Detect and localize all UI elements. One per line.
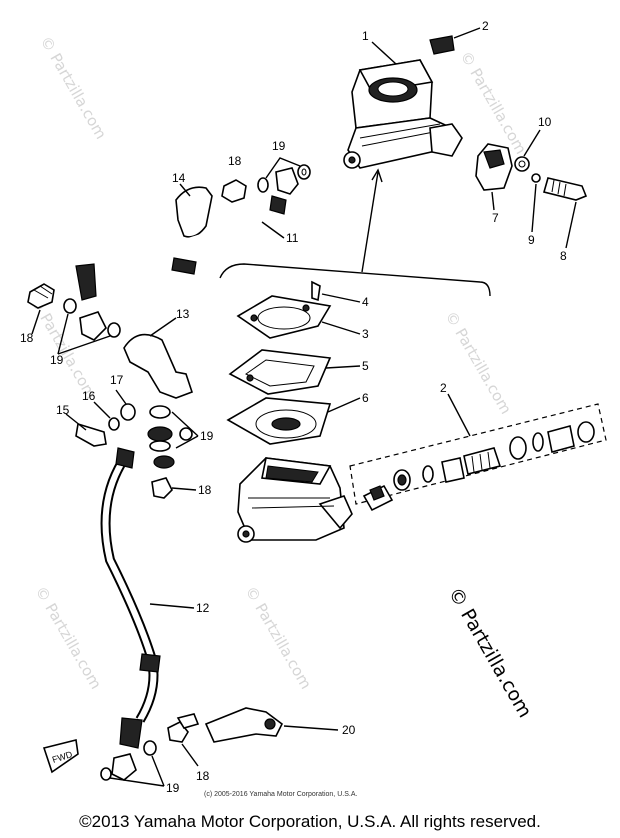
piston-kit-box bbox=[349, 403, 607, 512]
callout-18-bottom: 18 bbox=[196, 769, 210, 783]
callout-19-mid: 19 bbox=[200, 429, 214, 443]
bolt-8 bbox=[543, 177, 588, 201]
exploded-bracket bbox=[219, 263, 491, 297]
washer-19 bbox=[257, 177, 269, 193]
inner-copyright: (c) 2005-2016 Yamaha Motor Corporation, … bbox=[204, 791, 357, 798]
union-bolt-18-bottom bbox=[167, 713, 200, 743]
callout-6: 6 bbox=[362, 391, 369, 405]
footer-copyright: ©2013 Yamaha Motor Corporation, U.S.A. A… bbox=[79, 812, 541, 831]
reservoir-cover-3 bbox=[236, 295, 332, 339]
callout-14: 14 bbox=[172, 171, 186, 185]
washer-19 bbox=[107, 322, 121, 338]
watermark-faint: © Partzilla.com bbox=[27, 293, 100, 402]
watermark-faint: © Partzilla.com bbox=[242, 583, 315, 692]
callout-19-left: 19 bbox=[50, 353, 64, 367]
callout-18-left: 18 bbox=[20, 331, 34, 345]
callout-8: 8 bbox=[560, 249, 567, 263]
union-bolt-18-left bbox=[27, 283, 55, 309]
washer-9 bbox=[531, 173, 541, 183]
callout-18-top: 18 bbox=[228, 154, 242, 168]
callout-7: 7 bbox=[492, 211, 499, 225]
callout-19-bottom: 19 bbox=[166, 781, 180, 795]
watermark-faint: © Partzilla.com bbox=[457, 48, 530, 157]
washer-19 bbox=[63, 298, 77, 314]
brake-hose-12 bbox=[100, 447, 161, 749]
watermark-faint: © Partzilla.com bbox=[32, 583, 105, 692]
callout-2-top: 2 bbox=[482, 19, 489, 33]
callout-11: 11 bbox=[286, 231, 299, 245]
hose-union-top bbox=[269, 167, 299, 215]
callout-17: 17 bbox=[110, 373, 124, 387]
boot-13 bbox=[123, 333, 194, 399]
lever-20 bbox=[204, 707, 284, 743]
master-cylinder-body bbox=[237, 457, 353, 543]
washer-17 bbox=[120, 403, 136, 421]
gasket-5 bbox=[228, 349, 332, 395]
reservoir-cap bbox=[429, 35, 455, 55]
callout-4: 4 bbox=[362, 295, 369, 309]
callout-3: 3 bbox=[362, 327, 369, 341]
fwd-arrow: FWD bbox=[42, 739, 79, 774]
hose-union-left bbox=[79, 311, 107, 341]
union-bolt-18-top bbox=[221, 179, 247, 203]
callout-18-mid: 18 bbox=[198, 483, 212, 497]
callout-20: 20 bbox=[342, 723, 356, 737]
clamp-bracket bbox=[475, 143, 513, 191]
diaphragm-6 bbox=[226, 397, 332, 445]
bolt-15 bbox=[75, 422, 107, 447]
watermark-faint: © Partzilla.com bbox=[442, 308, 515, 417]
union-bolt-18-mid bbox=[151, 477, 173, 499]
callout-13: 13 bbox=[176, 307, 190, 321]
washer-16 bbox=[108, 417, 120, 431]
watermark-faint: © Partzilla.com bbox=[37, 33, 110, 142]
callout-10: 10 bbox=[538, 115, 552, 129]
callout-19-top: 19 bbox=[272, 139, 286, 153]
watermark-main: © Partzilla.com bbox=[444, 584, 536, 722]
callout-15: 15 bbox=[56, 403, 70, 417]
callout-9: 9 bbox=[528, 233, 535, 247]
hose-union-bottom bbox=[100, 740, 157, 781]
master-cylinder-top bbox=[343, 59, 463, 169]
callout-5: 5 bbox=[362, 359, 369, 373]
boot-14 bbox=[175, 186, 213, 238]
screw-4 bbox=[311, 280, 321, 302]
brake-hose-11 bbox=[75, 211, 275, 301]
callout-16: 16 bbox=[82, 389, 96, 403]
callout-1: 1 bbox=[362, 29, 369, 43]
hose-union-mid bbox=[147, 405, 193, 469]
callout-2-kit: 2 bbox=[440, 381, 447, 395]
callout-12: 12 bbox=[196, 601, 210, 615]
